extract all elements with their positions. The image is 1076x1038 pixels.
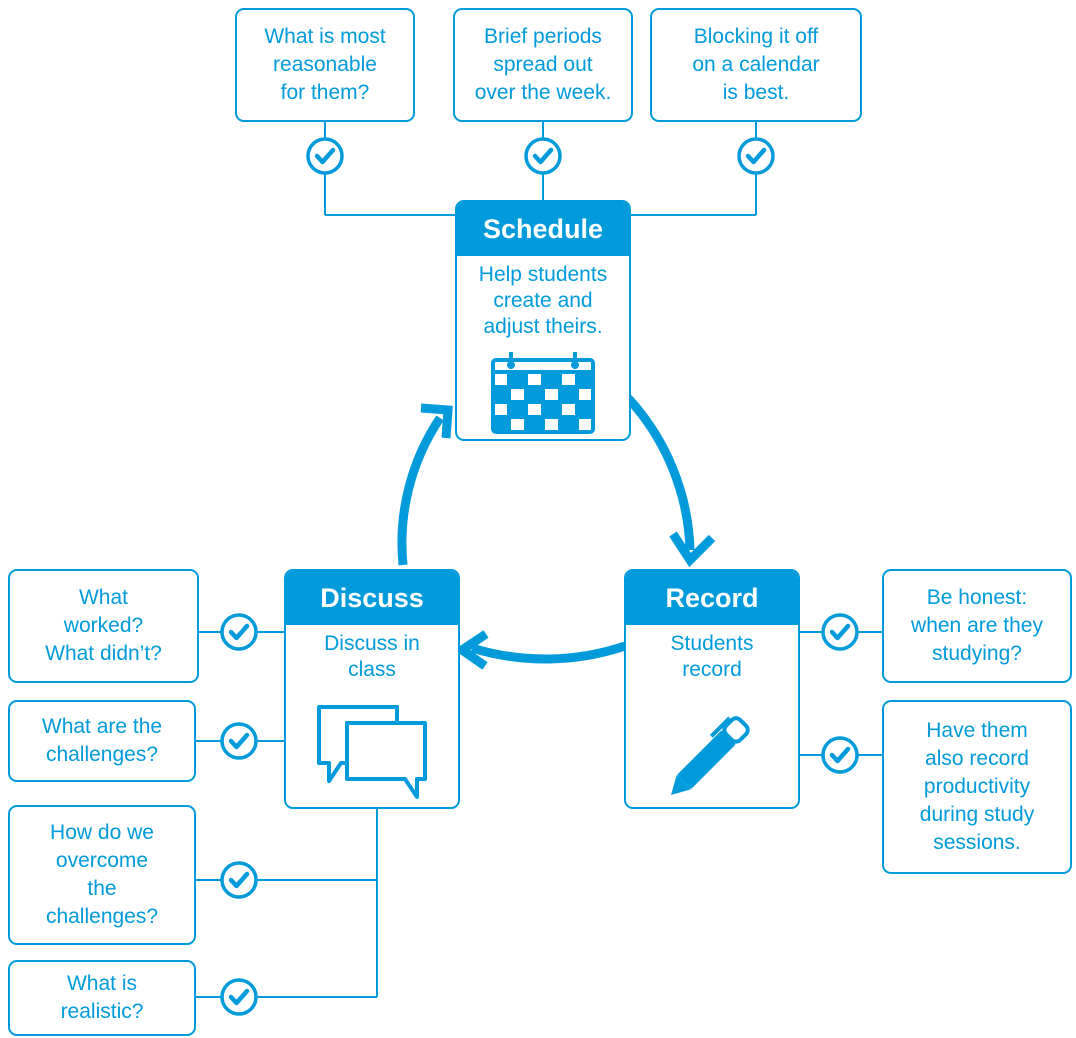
schedule-title: Schedule (457, 202, 629, 256)
discuss-title: Discuss (286, 571, 458, 625)
arrow-record-to-discuss (470, 641, 627, 664)
record-tip-1: Be honest: when are they studying? (882, 569, 1072, 683)
check-icon (308, 139, 342, 173)
record-description: Students record (670, 632, 754, 681)
arrowhead-record (669, 531, 716, 568)
check-icon (222, 863, 256, 897)
check-icon (823, 738, 857, 772)
discuss-tip-1: What worked? What didn’t? (8, 569, 199, 683)
check-icon (823, 615, 857, 649)
discuss-description: Discuss in class (324, 632, 420, 681)
schedule-description: Help students create and adjust theirs. (478, 263, 608, 338)
discuss-tip-3: How do we overcome the challenges? (8, 805, 196, 945)
schedule-tip-2: Brief periods spread out over the week. (453, 8, 633, 122)
check-icon (222, 980, 256, 1014)
schedule-tip-1: What is most reasonable for them? (235, 8, 415, 122)
calendar-icon (491, 352, 595, 434)
discuss-box: Discuss Discuss in class (284, 569, 460, 809)
discuss-tip-2: What are the challenges? (8, 700, 196, 782)
cycle-arrows (397, 394, 695, 664)
schedule-tip-3: Blocking it off on a calendar is best. (650, 8, 862, 122)
pen-icon (670, 716, 750, 796)
record-tip-2: Have them also record productivity durin… (882, 700, 1072, 874)
discuss-tip-4: What is realistic? (8, 960, 196, 1036)
schedule-box: Schedule Help students create and adjust… (455, 200, 631, 441)
arrowhead-schedule (420, 403, 453, 439)
arrow-discuss-to-schedule (397, 415, 444, 566)
check-icon (222, 724, 256, 758)
check-icon (526, 139, 560, 173)
record-title: Record (626, 571, 798, 625)
chat-bubbles-icon (317, 705, 427, 799)
check-icon (222, 615, 256, 649)
check-icon (739, 139, 773, 173)
record-box: Record Students record (624, 569, 800, 809)
arrowhead-discuss (454, 630, 489, 670)
arrow-schedule-to-record (624, 394, 695, 551)
